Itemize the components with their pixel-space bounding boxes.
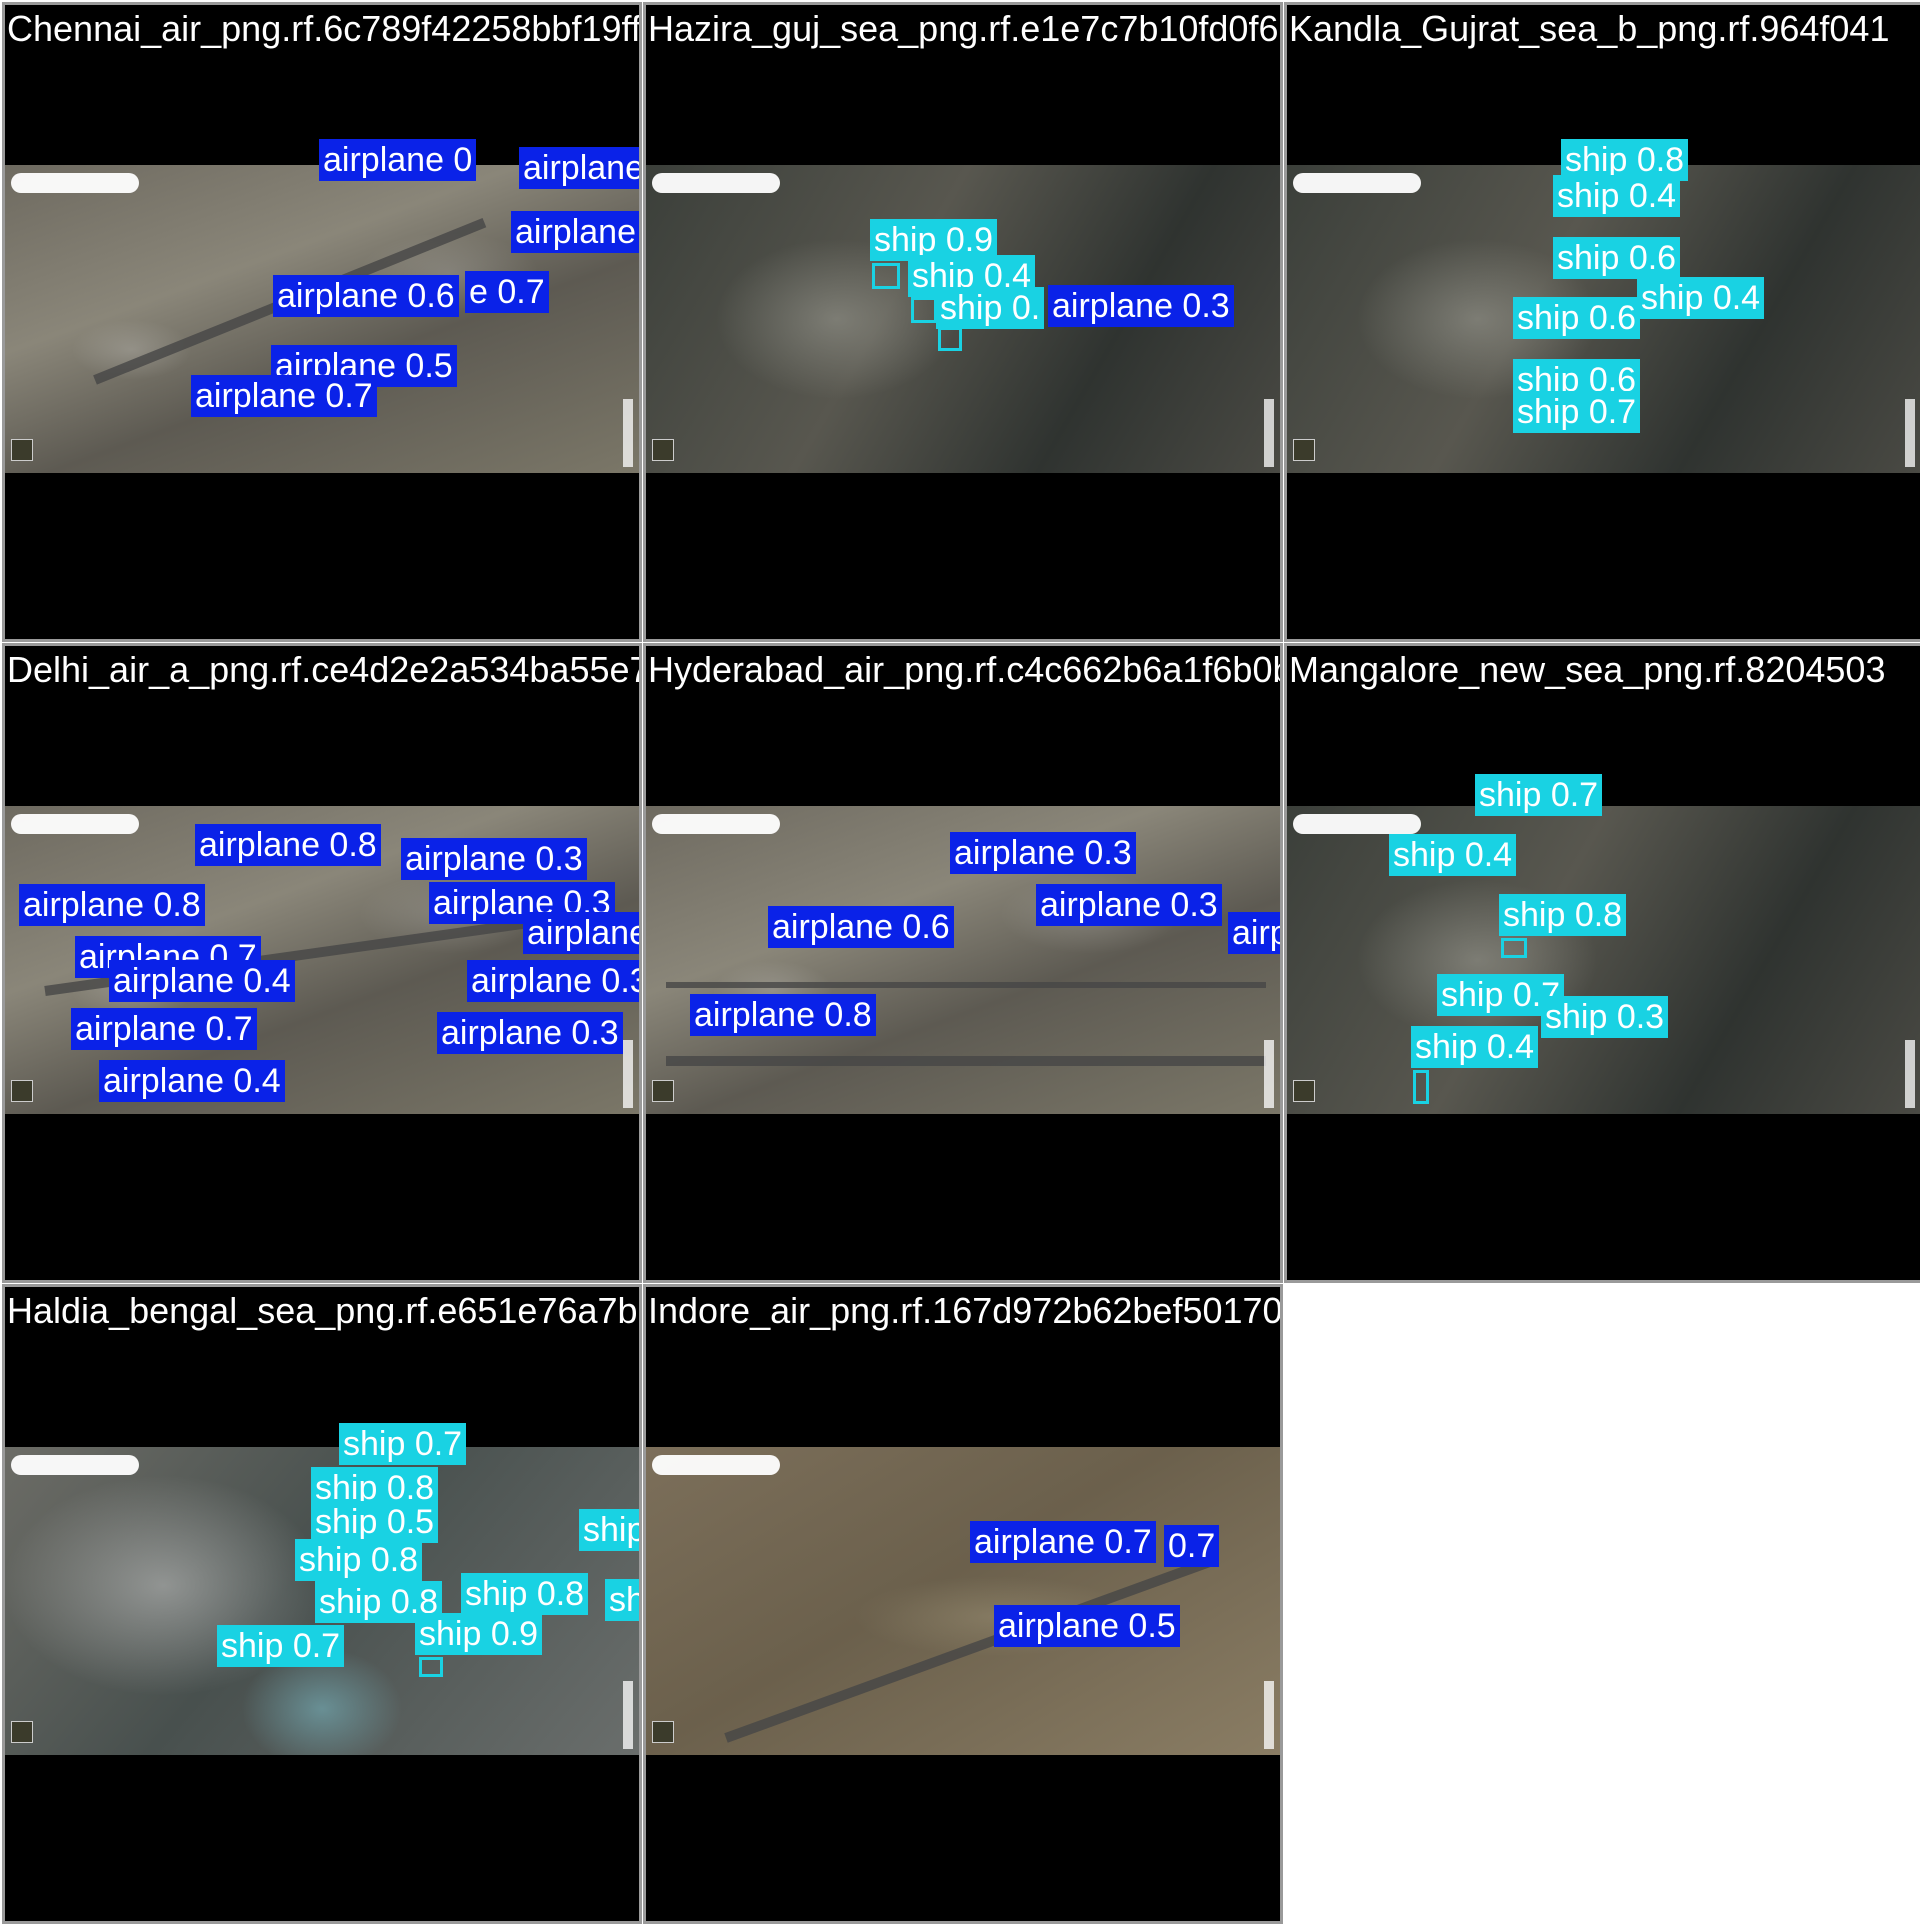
detection-label: airplane 0.3 xyxy=(519,147,639,189)
detection-label: airplane 0.8 xyxy=(690,994,876,1036)
map-search-bar xyxy=(652,173,780,193)
satellite-image xyxy=(1287,806,1920,1114)
detection-label: 0.7 xyxy=(1164,1525,1220,1567)
layer-thumbnail xyxy=(652,1080,674,1102)
tile-kandla: Kandla_Gujrat_sea_b_png.rf.964f041 ship … xyxy=(1284,2,1920,642)
detection-label: ship 0.4 xyxy=(1637,277,1765,319)
tile-title: Delhi_air_a_png.rf.ce4d2e2a534ba55e77ea9 xyxy=(7,649,639,690)
detection-label: airplane 0.7 xyxy=(1228,912,1280,954)
map-search-bar xyxy=(11,1455,139,1475)
tile-title: Mangalore_new_sea_png.rf.8204503 xyxy=(1289,649,1886,690)
zoom-control xyxy=(1905,1040,1915,1108)
zoom-control xyxy=(1264,1040,1274,1108)
tile-hazira: Hazira_guj_sea_png.rf.e1e7c7b10fd0f6d2d0… xyxy=(643,2,1283,642)
map-search-bar xyxy=(11,814,139,834)
layer-thumbnail xyxy=(11,1080,33,1102)
zoom-control xyxy=(1264,1681,1274,1749)
detection-label: airplane 0.3 xyxy=(950,832,1136,874)
tile-title: Kandla_Gujrat_sea_b_png.rf.964f041 xyxy=(1289,8,1890,49)
zoom-control xyxy=(1264,399,1274,467)
map-search-bar xyxy=(1293,814,1421,834)
layer-thumbnail xyxy=(652,439,674,461)
tile-title: Hyderabad_air_png.rf.c4c662b6a1f6b0bbaa3… xyxy=(648,649,1280,690)
detection-label: ship 0.8 xyxy=(295,1539,423,1581)
tile-delhi: Delhi_air_a_png.rf.ce4d2e2a534ba55e77ea9… xyxy=(2,643,642,1283)
layer-thumbnail xyxy=(11,439,33,461)
tile-indore: Indore_air_png.rf.167d972b62bef501708b0a… xyxy=(643,1284,1283,1924)
zoom-control xyxy=(1905,399,1915,467)
runway xyxy=(724,1555,1217,1743)
detection-box xyxy=(911,297,937,323)
detection-label: airplane 0.3 xyxy=(1036,884,1222,926)
detection-box xyxy=(938,327,962,351)
detection-label: ship 0.7 xyxy=(217,1625,345,1667)
map-search-bar xyxy=(652,1455,780,1475)
satellite-image xyxy=(646,1447,1280,1755)
detection-label: ship 0.5 xyxy=(311,1501,439,1543)
detection-label: ship 0.4 xyxy=(1411,1026,1539,1068)
taxiway xyxy=(666,982,1266,988)
detection-label: ship 0.7 xyxy=(1475,774,1603,816)
detection-label: ship 0.4 xyxy=(1389,834,1517,876)
detection-box xyxy=(1413,1070,1429,1104)
detection-label: ship 0.8 xyxy=(1561,139,1689,181)
detection-label: ship 0.9 xyxy=(415,1613,543,1655)
detection-label: ship 0.6 xyxy=(1513,297,1641,339)
tile-title: Chennai_air_png.rf.6c789f42258bbf19ffaf3… xyxy=(7,8,642,49)
detection-label: airplane 0.7 xyxy=(191,375,377,417)
detection-label: ship 0.4 xyxy=(908,255,1036,297)
detection-label: airplane 0.5 xyxy=(994,1605,1180,1647)
layer-thumbnail xyxy=(1293,1080,1315,1102)
detection-label: ship 0.8 xyxy=(605,1579,639,1621)
detection-label: ship 0.6 xyxy=(1553,237,1681,279)
layer-thumbnail xyxy=(11,1721,33,1743)
tile-title: Indore_air_png.rf.167d972b62bef501708b0a xyxy=(648,1290,1283,1331)
detection-label: ship 0.4 xyxy=(1553,175,1681,217)
detection-label: ship 0.7 xyxy=(339,1423,467,1465)
detection-label: ship 0.7 xyxy=(1437,974,1565,1016)
tile-chennai: Chennai_air_png.rf.6c789f42258bbf19ffaf3… xyxy=(2,2,642,642)
map-search-bar xyxy=(652,814,780,834)
zoom-control xyxy=(623,1681,633,1749)
runway xyxy=(666,1056,1266,1066)
map-search-bar xyxy=(11,173,139,193)
detection-label: airplane 0.7 xyxy=(71,1008,257,1050)
tile-title: Haldia_bengal_sea_png.rf.e651e76a7ba05e xyxy=(7,1290,639,1331)
detection-label: airplane 0.3 xyxy=(401,838,587,880)
detection-label: airplane 0.8 xyxy=(19,884,205,926)
detection-box xyxy=(872,263,900,289)
tile-title: Hazira_guj_sea_png.rf.e1e7c7b10fd0f6d2d0 xyxy=(648,8,1280,49)
tile-haldia: Haldia_bengal_sea_png.rf.e651e76a7ba05e … xyxy=(2,1284,642,1924)
detection-box xyxy=(1501,938,1527,958)
tile-hyderabad: Hyderabad_air_png.rf.c4c662b6a1f6b0bbaa3… xyxy=(643,643,1283,1283)
detection-label: ship 0.8 xyxy=(1499,894,1627,936)
map-search-bar xyxy=(1293,173,1421,193)
detection-label: airplane 0.8 xyxy=(195,824,381,866)
detection-label: ship 0.9 xyxy=(870,219,998,261)
detection-label: airplane 0.4 xyxy=(99,1060,285,1102)
detection-label: airplane 0 xyxy=(319,139,477,181)
detection-label: airplane 0.3 xyxy=(437,1012,623,1054)
detection-label: airplane 0.6 xyxy=(768,906,954,948)
detection-label: ship 0.7 xyxy=(1513,391,1641,433)
detection-label: airplane 0.7 xyxy=(970,1521,1156,1563)
detection-label: airplane 0.3 xyxy=(467,960,639,1002)
detection-label: airplane 0.3 xyxy=(1048,285,1234,327)
detection-label: ship 0.3 xyxy=(1541,996,1669,1038)
layer-thumbnail xyxy=(652,1721,674,1743)
detection-label: e 0.7 xyxy=(465,271,549,313)
detection-label: airplane 0.7 xyxy=(523,912,639,954)
detection-label: ship 0.8 xyxy=(461,1573,589,1615)
zoom-control xyxy=(623,399,633,467)
detection-label: airplane 0.8 xyxy=(511,211,639,253)
detection-label: airplane 0.4 xyxy=(109,960,295,1002)
detection-label: ship 0. xyxy=(936,287,1045,329)
detection-label: airplane 0.6 xyxy=(273,275,459,317)
detection-label: ship 0.3 xyxy=(579,1509,639,1551)
detection-box xyxy=(419,1657,443,1677)
zoom-control xyxy=(623,1040,633,1108)
layer-thumbnail xyxy=(1293,439,1315,461)
tile-mangalore: Mangalore_new_sea_png.rf.8204503 ship 0.… xyxy=(1284,643,1920,1283)
